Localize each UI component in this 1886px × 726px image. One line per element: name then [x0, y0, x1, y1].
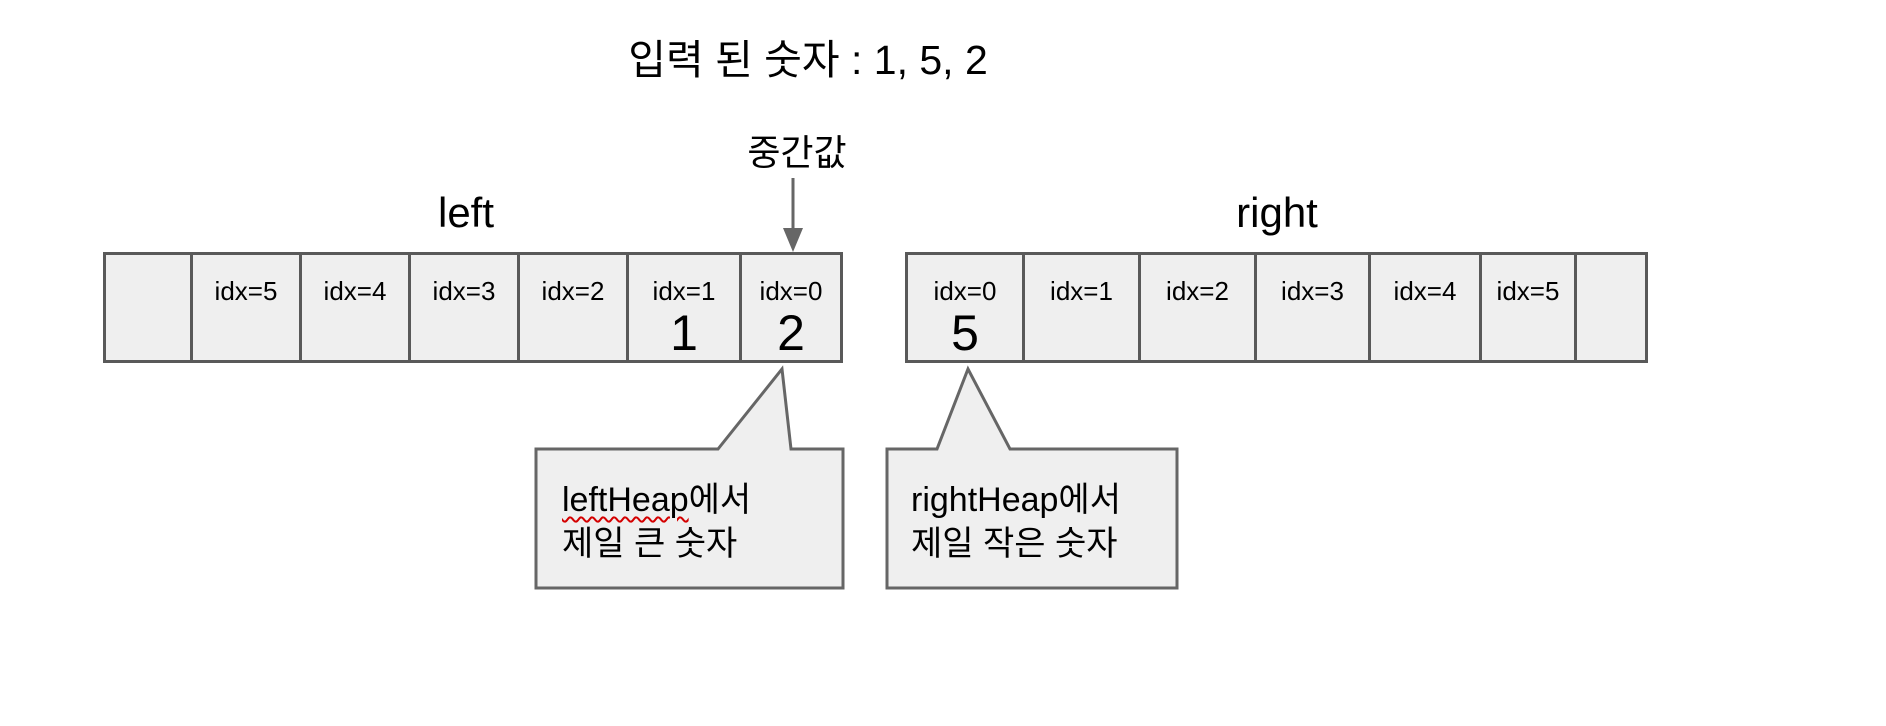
cell-index-label: idx=0 [933, 276, 997, 306]
right-array-cell-idx-4: idx=4 [1368, 255, 1479, 360]
median-label: 중간값 [747, 132, 847, 173]
right-callout-bubble [885, 365, 1179, 590]
right-array-cell-idx-5: idx=5 [1479, 255, 1574, 360]
left-array-cell-idx-5: idx=5 [190, 255, 299, 360]
cell-index-label: idx=4 [1393, 276, 1457, 306]
cell-index-label: idx=0 [759, 276, 823, 306]
page-title: 입력 된 숫자 : 1, 5, 2 [628, 37, 988, 83]
cell-index-label: idx=2 [541, 276, 605, 306]
cell-value: 2 [777, 305, 805, 361]
left-array-cell-empty [106, 255, 190, 360]
left-array-cell-idx-4: idx=4 [299, 255, 408, 360]
cell-value: 5 [951, 305, 979, 361]
right-array-cell-empty [1574, 255, 1645, 360]
cell-index-label: idx=1 [652, 276, 716, 306]
left-array-cell-idx-2: idx=2 [517, 255, 626, 360]
right-array-cell-idx-1: idx=1 [1022, 255, 1138, 360]
left-array-cell-idx-3: idx=3 [408, 255, 517, 360]
left-callout-text: leftHeap에서 제일 큰 숫자 [562, 478, 751, 566]
leftheap-word: leftHeap [562, 481, 689, 519]
right-callout-line1: rightHeap에서 [911, 481, 1121, 519]
cell-index-label: idx=1 [1050, 276, 1113, 306]
right-callout-text: rightHeap에서 제일 작은 숫자 [911, 478, 1121, 566]
left-callout-bubble [534, 365, 845, 590]
cell-index-label: idx=3 [1281, 276, 1344, 306]
left-callout-line2: 제일 큰 숫자 [562, 525, 738, 563]
right-array-label: right [1236, 189, 1318, 236]
right-array-cell-idx-2: idx=2 [1138, 255, 1254, 360]
cell-index-label: idx=3 [432, 276, 496, 306]
right-callout-line2: 제일 작은 숫자 [911, 525, 1118, 563]
left-array-label: left [437, 189, 495, 236]
right-array-cell-idx-3: idx=3 [1254, 255, 1368, 360]
left-callout-line1: leftHeap에서 [562, 478, 751, 522]
cell-index-label: idx=5 [1496, 276, 1560, 306]
cell-index-label: idx=5 [214, 276, 278, 306]
leftheap-suffix: 에서 [688, 481, 752, 519]
cell-index-label: idx=2 [1166, 276, 1229, 306]
cell-value: 1 [670, 305, 698, 361]
down-arrow-icon [783, 178, 803, 252]
cell-index-label: idx=4 [323, 276, 387, 306]
